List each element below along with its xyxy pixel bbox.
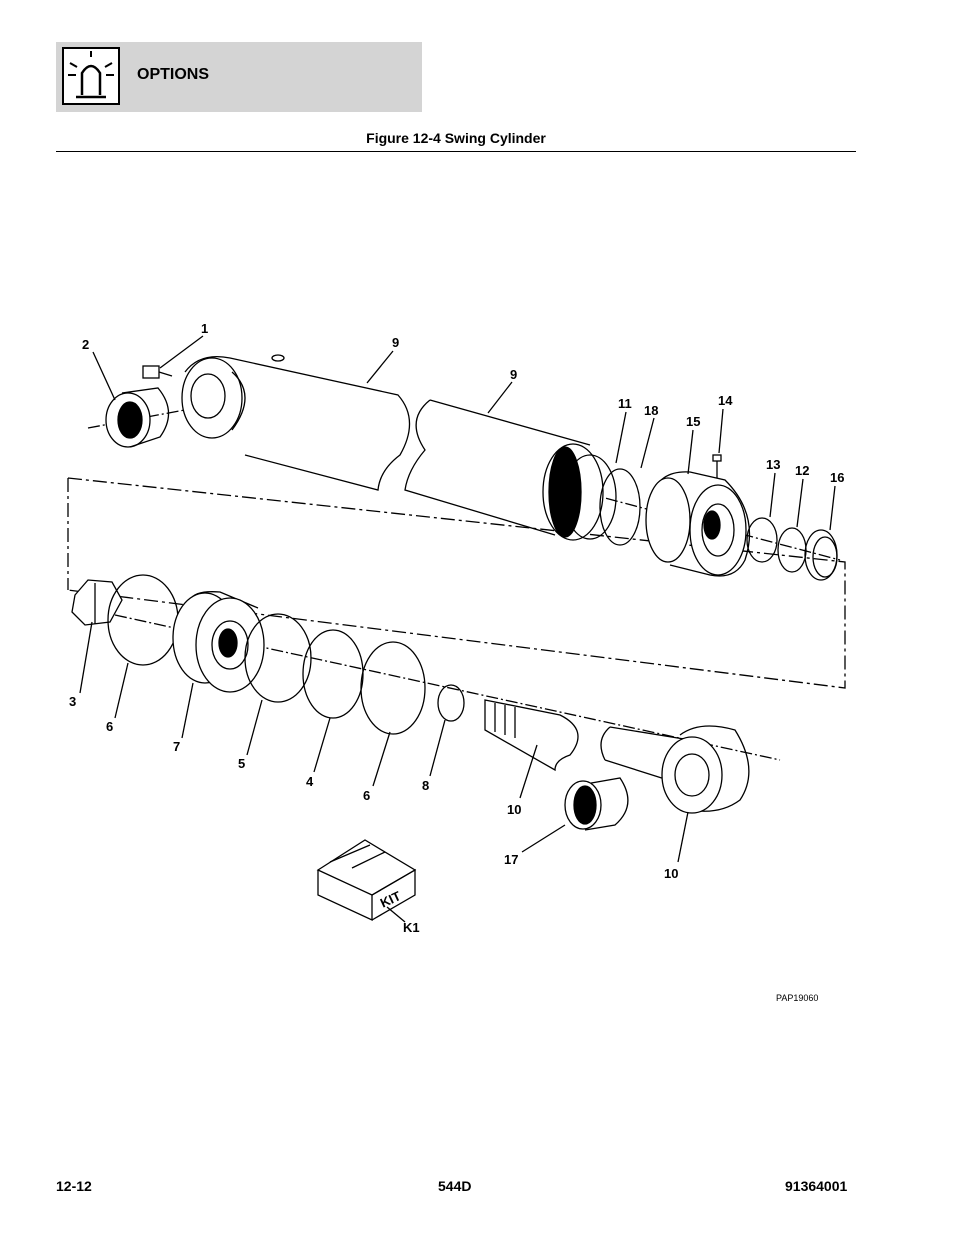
callout-9a: 9: [392, 335, 399, 350]
o-ring-part: [437, 684, 465, 722]
callout-k1: K1: [403, 920, 420, 935]
backup-ring-part: [777, 527, 807, 573]
callout-11: 11: [618, 396, 632, 411]
cylinder-barrel-part: [181, 354, 411, 491]
figure-title: Figure 12-4 Swing Cylinder: [366, 130, 546, 146]
wear-ring-part: [107, 574, 179, 666]
callout-7: 7: [173, 739, 180, 754]
callout-5: 5: [238, 756, 245, 771]
callout-4: 4: [306, 774, 314, 789]
callout-10b: 10: [664, 866, 678, 881]
section-title: OPTIONS: [137, 66, 210, 83]
callout-10a: 10: [507, 802, 521, 817]
bushing-part: [564, 777, 629, 831]
backup-ring-part: [599, 468, 641, 546]
piston-seal-part: [244, 613, 312, 703]
callout-8: 8: [422, 778, 429, 793]
callout-2: 2: [82, 337, 89, 352]
callout-6b: 6: [363, 788, 370, 803]
piston-rod-part: [484, 699, 691, 781]
callout-18: 18: [644, 403, 658, 418]
header-divider: [56, 151, 856, 152]
o-ring-part: [563, 454, 617, 540]
page-number: 12-12: [56, 1178, 92, 1194]
cylinder-head-part: [645, 471, 751, 577]
callout-12: 12: [795, 463, 809, 478]
bushing-part: [105, 387, 170, 448]
callout-9b: 9: [510, 367, 517, 382]
callout-14: 14: [718, 393, 733, 408]
callout-1: 1: [201, 321, 208, 336]
beacon-light-icon: [62, 47, 120, 105]
figure-reference-code: PAP19060: [776, 993, 818, 1003]
assembly-boundary: [67, 477, 846, 689]
callout-15: 15: [686, 414, 700, 429]
wear-ring-part: [360, 641, 426, 735]
o-ring-part: [302, 629, 364, 719]
rod-eye-part: [661, 725, 750, 814]
model-name: 544D: [438, 1178, 472, 1194]
set-screw-part: [712, 454, 722, 478]
piston-part: [172, 591, 265, 693]
callout-3: 3: [69, 694, 76, 709]
callout-13: 13: [766, 457, 780, 472]
seal-kit-box-part: [316, 839, 417, 922]
rod-seal-part: [746, 517, 778, 563]
grease-fitting-part: [142, 365, 173, 379]
kit-label: KIT: [378, 888, 403, 910]
lock-nut-part: [71, 579, 123, 626]
callout-17: 17: [504, 852, 518, 867]
callout-6a: 6: [106, 719, 113, 734]
document-number: 91364001: [785, 1178, 848, 1194]
cylinder-barrel-part: [404, 399, 604, 541]
callout-16: 16: [830, 470, 844, 485]
